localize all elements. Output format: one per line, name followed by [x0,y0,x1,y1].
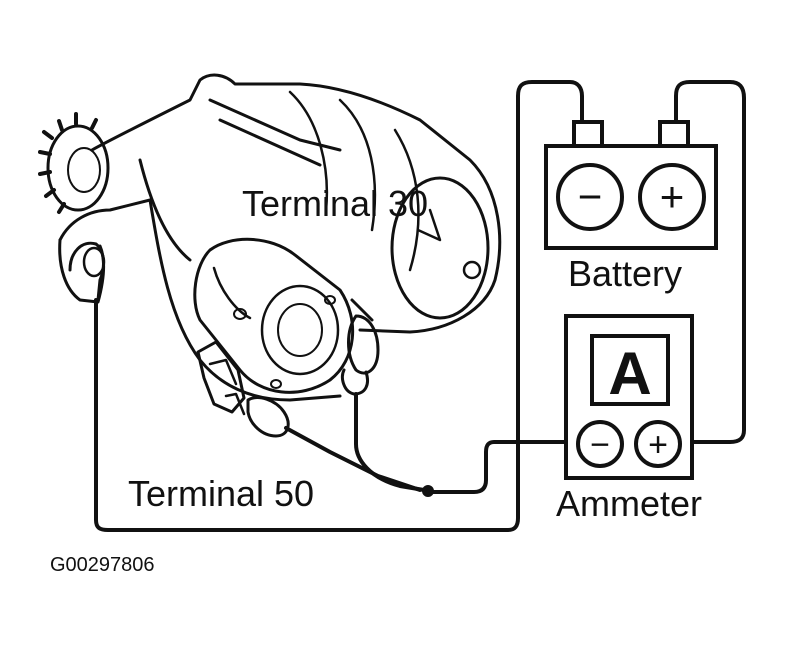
pinion-gear [38,112,110,214]
battery-positive-wire [674,80,746,444]
ammeter-negative-sign: − [590,426,610,464]
solenoid [193,237,355,394]
ammeter-positive-sign: + [648,426,668,464]
ammeter-negative-terminal-circle [576,420,624,468]
wire-junction [422,485,434,497]
ammeter-label: Ammeter [556,483,702,524]
battery-negative-post [572,120,604,148]
terminal-50-lead [284,426,422,492]
terminal-30-label: Terminal 30 [242,183,428,224]
ammeter-positive-terminal-circle [634,420,682,468]
drive-housing [90,73,502,334]
battery-negative-terminal-circle [556,163,624,231]
terminal-50-label: Terminal 50 [128,473,314,514]
starter-motor-illustration [38,73,502,438]
ammeter: A − + [564,314,694,480]
test-wiring [94,80,746,532]
battery-positive-terminal-circle [638,163,706,231]
ammeter-display [590,334,670,406]
ground-wire [94,80,584,532]
battery: − + [544,120,718,250]
terminal-30-connector [340,298,380,396]
ammeter-face-letter: A [608,340,651,407]
figure-code: G00297806 [50,554,155,576]
battery-positive-sign: + [660,173,685,220]
ammeter-negative-wire [428,440,578,494]
terminal-50-connector [196,340,290,438]
battery-label: Battery [568,253,682,294]
battery-positive-post [658,120,690,148]
terminal-30-lead [354,392,426,492]
battery-negative-sign: − [578,173,603,220]
